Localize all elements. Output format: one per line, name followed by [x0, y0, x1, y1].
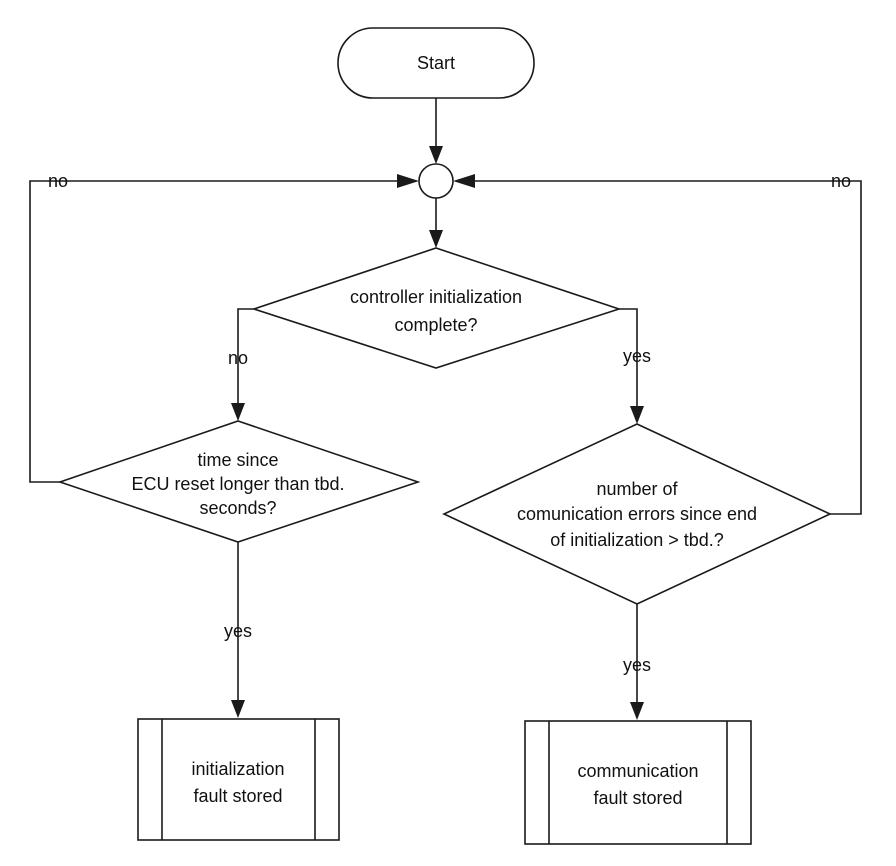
arrowhead-time-yes [231, 700, 245, 718]
decision-time-line-2: ECU reset longer than tbd. [131, 474, 344, 494]
decision-time-since-reset: time since ECU reset longer than tbd. se… [57, 420, 421, 543]
process-comm-line-2: fault stored [593, 788, 682, 808]
decision-time-line-3: seconds? [199, 498, 276, 518]
process-init-fault-stored: initialization fault stored [137, 718, 340, 841]
arrowhead-time-no [397, 174, 419, 188]
edge-label-time-yes: yes [224, 621, 252, 641]
arrowhead-errors-yes [630, 702, 644, 720]
process-init-line-1: initialization [191, 759, 284, 779]
decision-errors-line-2: comunication errors since end [517, 504, 757, 524]
edge-init-no [237, 308, 254, 403]
decision-init-complete: controller initialization complete? [251, 247, 622, 369]
arrowhead-start-to-merge [429, 146, 443, 164]
decision-errors-line-3: of initialization > tbd.? [550, 530, 724, 550]
decision-init-line-2: complete? [394, 315, 477, 335]
arrowhead-merge-to-decision-init [429, 230, 443, 248]
edge-errors-no [475, 180, 862, 515]
decision-errors-line-1: number of [596, 479, 678, 499]
process-init-line-2: fault stored [193, 786, 282, 806]
edge-label-init-no: no [228, 348, 248, 368]
edge-label-errors-yes: yes [623, 655, 651, 675]
edge-init-yes [619, 308, 638, 406]
edge-label-errors-no: no [831, 171, 851, 191]
process-comm-line-1: communication [577, 761, 698, 781]
start-label: Start [417, 53, 455, 73]
decision-init-line-1: controller initialization [350, 287, 522, 307]
edge-time-no [29, 180, 397, 483]
arrowhead-init-no [231, 403, 245, 421]
arrowhead-init-yes [630, 406, 644, 424]
start-node: Start [337, 27, 535, 99]
edge-label-init-yes: yes [623, 346, 651, 366]
decision-comm-errors: number of comunication errors since end … [442, 423, 832, 605]
decision-time-line-1: time since [197, 450, 278, 470]
arrowhead-errors-no [453, 174, 475, 188]
process-comm-fault-stored: communication fault stored [524, 720, 752, 845]
edge-label-time-no: no [48, 171, 68, 191]
merge-connector [418, 163, 454, 199]
